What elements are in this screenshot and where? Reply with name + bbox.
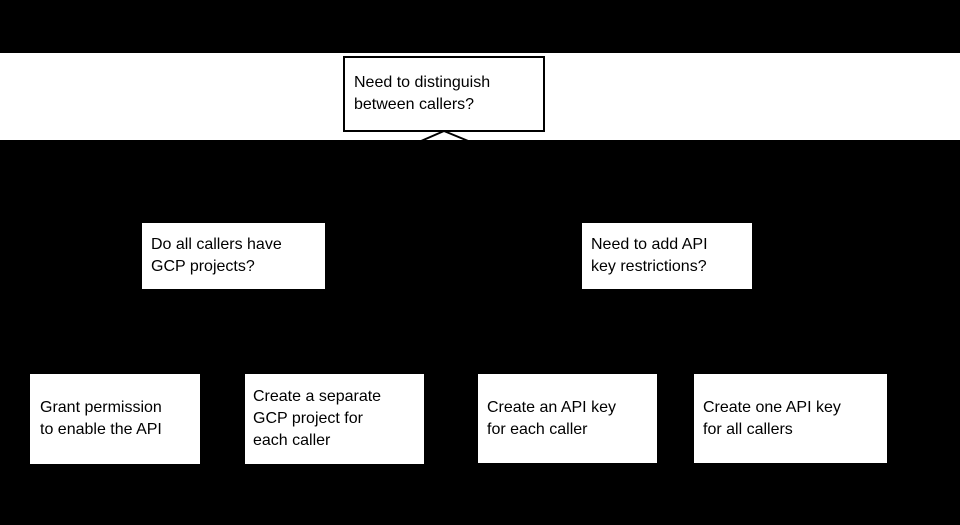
- node-text-line: between callers?: [354, 96, 475, 113]
- node-text-line: key restrictions?: [591, 258, 707, 275]
- edge-root-to-gcp: [232, 130, 445, 224]
- node-text-line: Create one API key: [703, 398, 841, 416]
- node-text-line: for all callers: [703, 420, 793, 438]
- node-text-line: GCP projects?: [151, 258, 255, 275]
- node-text-line: each caller: [253, 432, 331, 449]
- edge-gcp-to-separate: [232, 288, 335, 375]
- node-text-line: Do all callers have: [151, 236, 282, 253]
- node-text-line: for each caller: [487, 420, 588, 438]
- edge-gcp-to-grant: [114, 288, 234, 375]
- flowchart-node-all-callers-gcp-projects: Do all callers have GCP projects?: [142, 223, 325, 289]
- flowchart-node-api-key-each-caller: Create an API key for each caller: [478, 374, 657, 463]
- flowchart-node-one-api-key-all-callers: Create one API key for all callers: [694, 374, 887, 463]
- node-text-line: Create an API key: [487, 398, 616, 416]
- flowchart-node-separate-gcp-project: Create a separate GCP project for each c…: [245, 374, 424, 464]
- node-text-line: Grant permission: [40, 399, 162, 416]
- flowchart-node-need-to-distinguish: Need to distinguish between callers?: [343, 56, 545, 132]
- node-text-line: to enable the API: [40, 421, 162, 438]
- node-text-line: Need to distinguish: [354, 74, 491, 91]
- edge-root-to-restrictions: [443, 130, 668, 224]
- edge-restrictions-to-key-all: [666, 288, 791, 375]
- flowchart-node-grant-permission: Grant permission to enable the API: [30, 374, 200, 464]
- node-text-line: Create a separate: [253, 388, 382, 405]
- node-text-line: GCP project for: [253, 410, 363, 427]
- node-text-line: Need to add API: [591, 236, 708, 253]
- flowchart-node-api-key-restrictions: Need to add API key restrictions?: [582, 223, 752, 289]
- edge-restrictions-to-key-each: [566, 288, 668, 375]
